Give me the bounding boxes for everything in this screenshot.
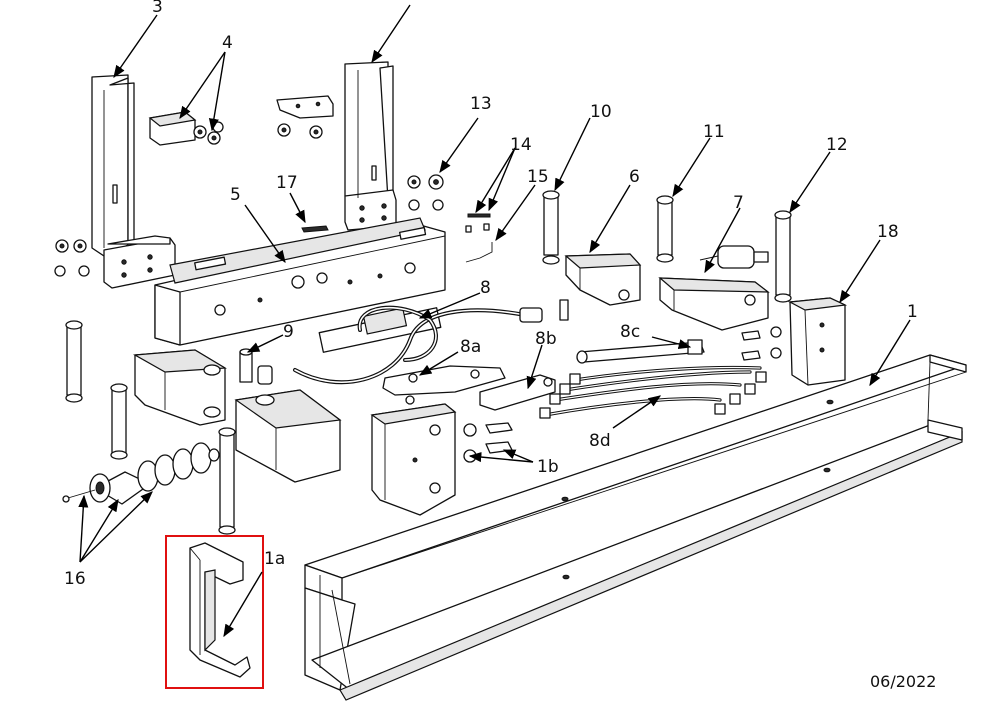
callout-14: 14 (510, 135, 532, 155)
callout-4: 4 (222, 33, 233, 53)
revision-date: 06/2022 (870, 672, 937, 691)
callout-11: 11 (703, 122, 725, 142)
part-11-cylinder (656, 195, 674, 263)
part-1-channel-beam (304, 354, 967, 701)
highlight-box (165, 535, 264, 689)
callout-16: 16 (64, 569, 86, 589)
part-1b-side-bracket (370, 403, 457, 516)
callout-8c: 8c (620, 322, 640, 342)
callout-labels: 3 4 5 17 13 14 15 10 6 11 7 12 18 1 8 9 … (64, 0, 918, 589)
callout-8b: 8b (535, 329, 557, 349)
part-10-cylinder (542, 190, 560, 265)
part-7-bracket (658, 245, 770, 331)
left-shaft-upper (65, 320, 83, 403)
center-shaft (218, 427, 236, 535)
part-6-bracket (564, 253, 642, 306)
callout-12: 12 (826, 135, 848, 155)
part-15-wire (465, 242, 493, 263)
part-8-valve-and-hoses (293, 299, 569, 385)
part-14-pins (465, 213, 491, 233)
leader-lines (78, 4, 911, 638)
callout-1a: 1a (264, 549, 285, 569)
callout-3: 3 (152, 0, 163, 17)
part-8c-rod (576, 339, 705, 364)
upright-bracket-right (276, 61, 397, 231)
callout-18: 18 (877, 222, 899, 242)
callout-7: 7 (733, 193, 744, 213)
callout-8a: 8a (460, 337, 481, 357)
part-13-nut-set (407, 174, 444, 211)
callout-9: 9 (283, 322, 294, 342)
callout-17: 17 (276, 173, 298, 193)
center-mount-bracket (234, 389, 342, 483)
callout-13: 13 (470, 94, 492, 114)
part-9-bushing (239, 348, 273, 385)
callout-8: 8 (480, 278, 491, 298)
part-4-clamp-and-nuts (148, 111, 323, 146)
callout-5: 5 (230, 185, 241, 205)
part-1a-c-handle (165, 535, 264, 689)
part-8a-plate (382, 365, 506, 405)
part-3-upright-bracket (91, 74, 176, 289)
callout-15: 15 (527, 167, 549, 187)
part-8d-tubes (539, 365, 767, 419)
left-mount-bracket (133, 349, 227, 426)
callout-1: 1 (907, 302, 918, 322)
callout-1b: 1b (537, 457, 559, 477)
part-5-main-frame (154, 217, 446, 346)
part-17-plate (301, 225, 329, 233)
part-16-roller-and-washers (62, 442, 220, 505)
left-shaft-lower (110, 383, 128, 460)
callout-6: 6 (629, 167, 640, 187)
callout-8d: 8d (589, 431, 611, 451)
callout-10: 10 (590, 102, 612, 122)
part-18-block (787, 297, 848, 386)
part-12-cylinder (774, 210, 792, 303)
nut-set-left (54, 239, 90, 277)
